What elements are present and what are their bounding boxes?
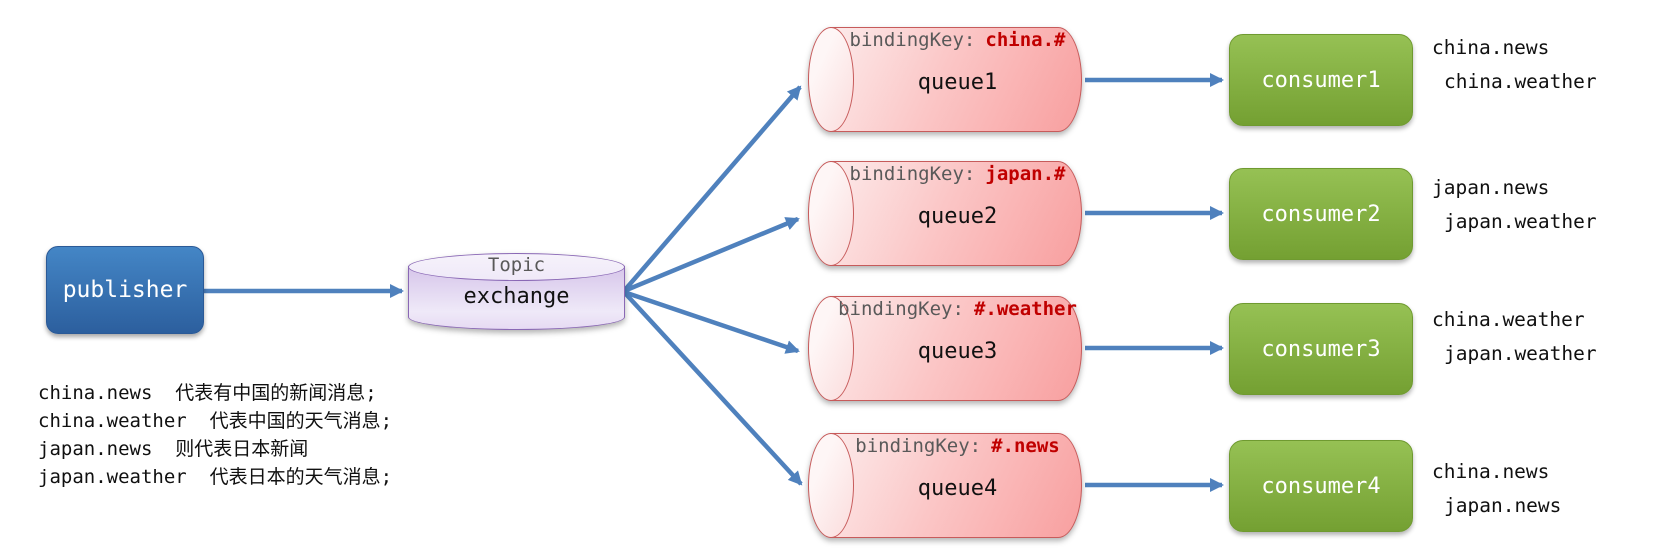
queue4-binding: bindingKey: #.news [836, 435, 1079, 457]
queue-cylinder-body [830, 433, 1082, 538]
message-key: china.news [1432, 460, 1550, 483]
queue3-node: bindingKey: #.weather queue3 [808, 296, 1083, 401]
message-key: japan.weather [1444, 210, 1597, 233]
note-line: china.weather 代表中国的天气消息; [38, 410, 393, 432]
consumer2-node: consumer2 [1229, 168, 1413, 260]
note-line: japan.weather 代表日本的天气消息; [38, 466, 393, 488]
queue2-name: queue2 [917, 204, 998, 229]
consumer2-label: consumer2 [1261, 201, 1381, 227]
consumer1-label: consumer1 [1261, 67, 1381, 93]
message-key: china.news [1432, 36, 1550, 59]
message-key: japan.news [1444, 494, 1562, 517]
consumer3-message-keys: china.weather japan.weather [1432, 303, 1597, 371]
exchange-type-label: Topic [487, 254, 546, 276]
queue-cylinder-cap [808, 27, 854, 132]
queue1-binding: bindingKey: china.# [836, 29, 1079, 51]
consumer3-node: consumer3 [1229, 303, 1413, 395]
exchange-to-queue1-arrow [622, 85, 802, 293]
queue4-name: queue4 [917, 476, 998, 501]
queue-cylinder-body [830, 161, 1082, 266]
exchange-to-queue2-arrow [623, 216, 800, 294]
exchange-cylinder-lid [408, 253, 625, 281]
consumer1-node: consumer1 [1229, 34, 1413, 126]
queue1-node: bindingKey: china.# queue1 [808, 27, 1083, 132]
exchange-name-label: exchange [463, 284, 570, 309]
queue4-binding-key: #.news [991, 435, 1060, 457]
consumer4-node: consumer4 [1229, 440, 1413, 532]
message-key: japan.news [1432, 176, 1550, 199]
queue2-binding: bindingKey: japan.# [836, 163, 1079, 185]
message-key: china.weather [1444, 70, 1597, 93]
queue4-node: bindingKey: #.news queue4 [808, 433, 1083, 538]
exchange-to-queue3-arrow [623, 289, 800, 354]
exchange-to-queue4-arrow [622, 290, 803, 486]
message-key: japan.weather [1444, 342, 1597, 365]
queue1-name: queue1 [917, 70, 998, 95]
exchange-node: Topic exchange [408, 253, 625, 331]
queue-cylinder-cap [808, 433, 854, 538]
queue-cylinder-body [830, 27, 1082, 132]
publisher-label: publisher [62, 277, 188, 303]
note-line: japan.news 则代表日本新闻 [38, 438, 309, 460]
binding-prefix-label: bindingKey: [849, 163, 976, 185]
binding-prefix-label: bindingKey: [849, 29, 976, 51]
queue1-binding-key: china.# [985, 29, 1066, 51]
queue-cylinder-body [830, 296, 1082, 401]
routing-key-notes: china.news 代表有中国的新闻消息; china.weather 代表中… [38, 379, 392, 491]
queue3-binding: bindingKey: #.weather [836, 298, 1079, 320]
consumer1-message-keys: china.news china.weather [1432, 31, 1597, 99]
queue2-node: bindingKey: japan.# queue2 [808, 161, 1083, 266]
consumer4-label: consumer4 [1261, 473, 1381, 499]
publisher-node: publisher [46, 246, 204, 334]
queue2-binding-key: japan.# [985, 163, 1066, 185]
binding-prefix-label: bindingKey: [838, 298, 964, 320]
consumer4-message-keys: china.news japan.news [1432, 455, 1561, 523]
queue-cylinder-cap [808, 161, 854, 266]
consumer2-message-keys: japan.news japan.weather [1432, 171, 1597, 239]
note-line: china.news 代表有中国的新闻消息; [38, 382, 377, 404]
binding-prefix-label: bindingKey: [855, 435, 982, 457]
queue3-binding-key: #.weather [973, 298, 1077, 320]
consumer3-label: consumer3 [1261, 336, 1381, 362]
queue3-name: queue3 [917, 339, 998, 364]
queue-cylinder-cap [808, 296, 854, 401]
message-key: china.weather [1432, 308, 1585, 331]
